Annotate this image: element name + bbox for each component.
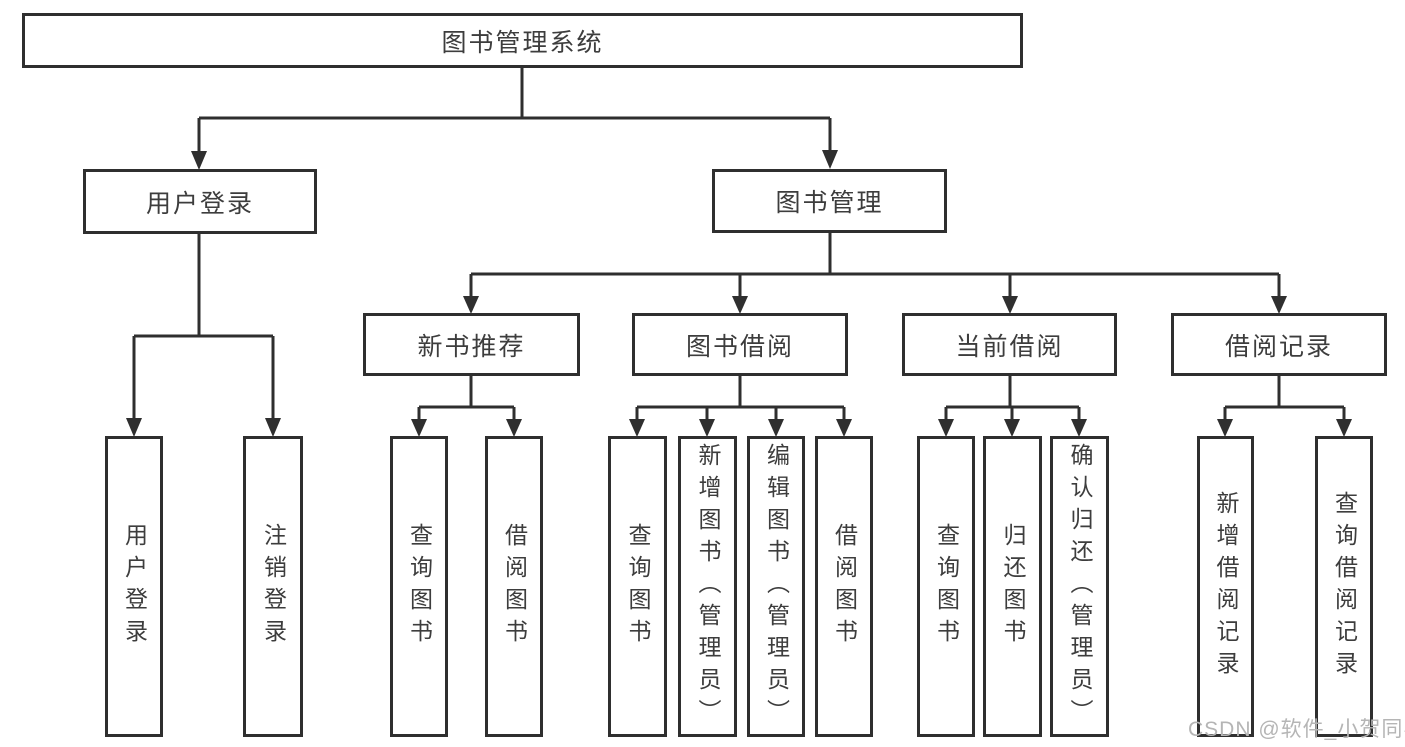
node-borrowing-records-label: 借阅记录 bbox=[1224, 332, 1333, 361]
connector-book-management-children bbox=[469, 233, 1281, 297]
arrowhead-icon bbox=[699, 419, 715, 437]
leaf-user-login-label: 用户登录 bbox=[121, 522, 148, 651]
arrowhead-icon bbox=[768, 419, 784, 437]
node-book-management-label: 图书管理 bbox=[775, 189, 884, 217]
arrowhead-icon bbox=[191, 151, 207, 170]
arrowhead-icon bbox=[506, 419, 522, 437]
leaf-logout-login: 注销登录 bbox=[243, 436, 303, 737]
leaf-return-books: 归还图书 bbox=[983, 436, 1042, 737]
connector-current-borrowing-children bbox=[944, 376, 1081, 421]
connector-root-to-level2 bbox=[197, 68, 832, 153]
connector-new-book-recommend-children bbox=[417, 376, 516, 421]
arrowhead-icon bbox=[1002, 296, 1018, 314]
arrowhead-icon bbox=[411, 419, 427, 437]
leaf-add-borrow-record: 新增借阅记录 bbox=[1197, 436, 1254, 737]
arrowhead-icon bbox=[1271, 296, 1287, 314]
node-borrowing-records: 借阅记录 bbox=[1171, 313, 1387, 376]
node-book-borrowing-label: 图书借阅 bbox=[685, 332, 794, 361]
arrowhead-icon bbox=[836, 419, 852, 437]
arrowhead-icon bbox=[732, 296, 748, 314]
arrowhead-icon bbox=[629, 419, 645, 437]
connector-user-login-children bbox=[132, 234, 275, 420]
node-current-borrowing: 当前借阅 bbox=[902, 313, 1117, 376]
leaf-confirm-return-admin: 确认归还（管理员） bbox=[1050, 436, 1109, 737]
arrowhead-icon bbox=[822, 150, 838, 169]
node-book-management: 图书管理 bbox=[712, 169, 947, 233]
node-root-label: 图书管理系统 bbox=[441, 28, 604, 57]
leaf-query-borrow-record-label: 查询借阅记录 bbox=[1331, 490, 1358, 683]
leaf-add-book-admin-label: 新增图书（管理员） bbox=[695, 442, 721, 731]
arrowhead-icon bbox=[463, 296, 479, 314]
leaf-borrow-books-1: 借阅图书 bbox=[485, 436, 543, 737]
arrowhead-icon bbox=[1071, 419, 1087, 437]
node-new-book-recommend-label: 新书推荐 bbox=[417, 332, 526, 361]
leaf-query-books-1: 查询图书 bbox=[390, 436, 448, 737]
leaf-query-books-2-label: 查询图书 bbox=[625, 522, 651, 651]
leaf-query-books-3-label: 查询图书 bbox=[933, 522, 960, 651]
leaf-add-borrow-record-label: 新增借阅记录 bbox=[1213, 490, 1239, 683]
leaf-add-book-admin: 新增图书（管理员） bbox=[678, 436, 737, 737]
arrowhead-icon bbox=[1336, 419, 1352, 437]
node-user-login-label: 用户登录 bbox=[145, 189, 254, 218]
leaf-logout-login-label: 注销登录 bbox=[260, 522, 287, 651]
arrowhead-icon bbox=[126, 418, 142, 437]
leaf-edit-book-admin: 编辑图书（管理员） bbox=[747, 436, 805, 737]
node-book-borrowing: 图书借阅 bbox=[632, 313, 848, 376]
leaf-borrow-books-2-label: 借阅图书 bbox=[831, 522, 858, 651]
leaf-query-borrow-record: 查询借阅记录 bbox=[1315, 436, 1373, 737]
connector-book-borrowing-children bbox=[635, 376, 846, 421]
leaf-borrow-books-2: 借阅图书 bbox=[815, 436, 873, 737]
watermark: CSDN @软件_小贺同学 bbox=[1188, 718, 1405, 741]
node-new-book-recommend: 新书推荐 bbox=[363, 313, 580, 376]
arrowhead-icon bbox=[1004, 419, 1020, 437]
node-root: 图书管理系统 bbox=[22, 13, 1023, 68]
leaf-edit-book-admin-label: 编辑图书（管理员） bbox=[763, 442, 790, 731]
node-current-borrowing-label: 当前借阅 bbox=[955, 332, 1064, 361]
leaf-query-books-3: 查询图书 bbox=[917, 436, 975, 737]
leaf-return-books-label: 归还图书 bbox=[1000, 522, 1026, 651]
arrowhead-icon bbox=[1217, 419, 1233, 437]
leaf-confirm-return-admin-label: 确认归还（管理员） bbox=[1067, 442, 1093, 731]
leaf-query-books-2: 查询图书 bbox=[608, 436, 667, 737]
arrowhead-icon bbox=[938, 419, 954, 437]
connector-borrowing-records-children bbox=[1223, 376, 1346, 421]
node-user-login: 用户登录 bbox=[83, 169, 317, 234]
leaf-query-books-1-label: 查询图书 bbox=[406, 522, 433, 651]
leaf-borrow-books-1-label: 借阅图书 bbox=[501, 522, 528, 651]
arrowhead-icon bbox=[265, 418, 281, 437]
leaf-user-login: 用户登录 bbox=[105, 436, 163, 737]
